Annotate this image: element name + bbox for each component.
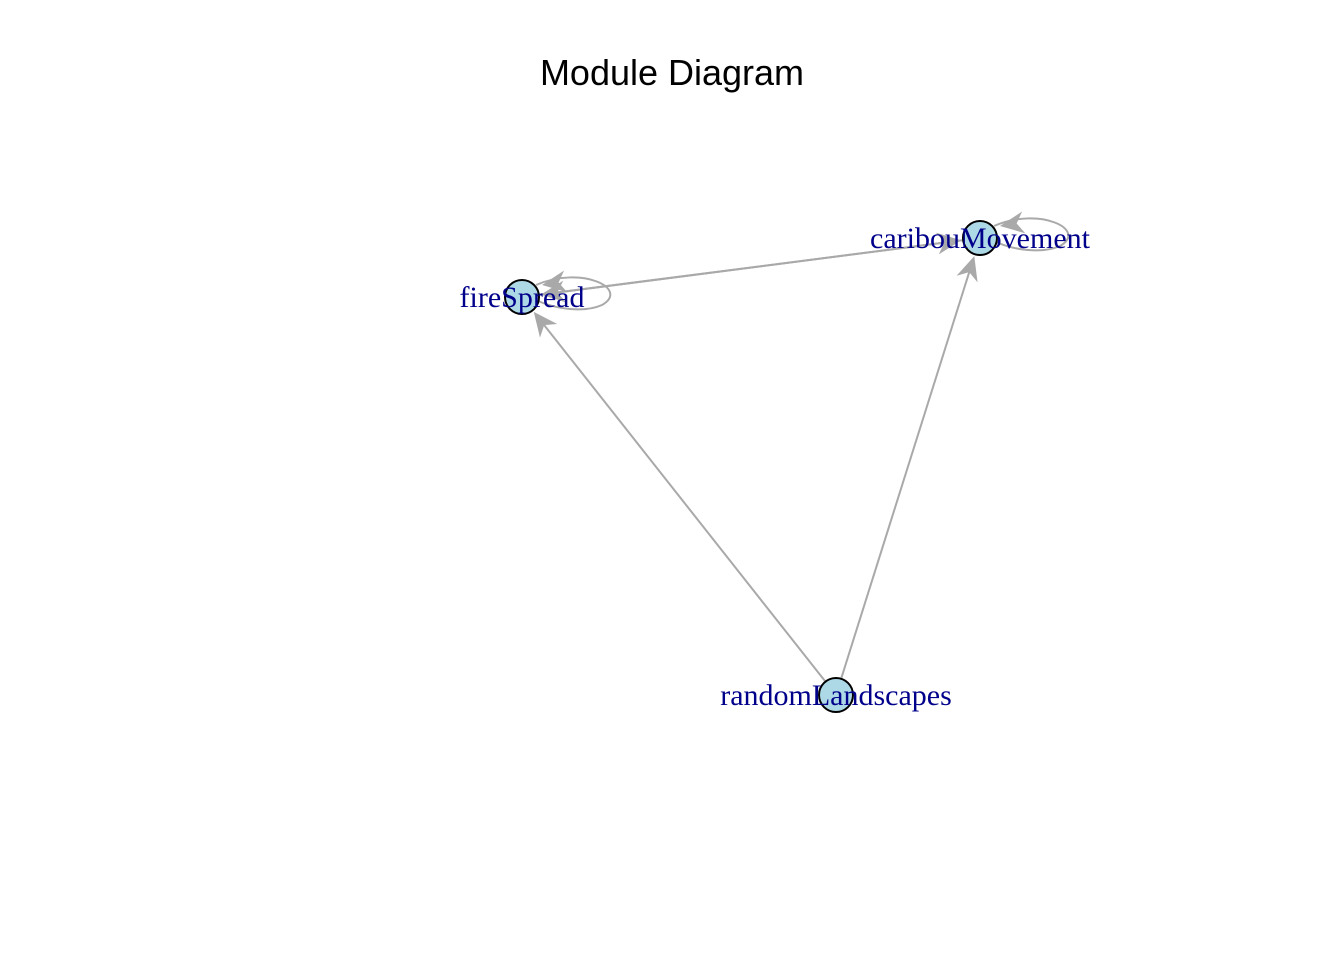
edge-fireSpread-to-fireSpread: [535, 270, 612, 311]
self-loop-arrowhead: [542, 270, 568, 293]
node-label-fireSpread: fireSpread: [460, 281, 585, 314]
edge-randomLandscapes-to-caribouMovement: [840, 256, 978, 680]
self-loop-line: [535, 276, 612, 311]
node-caribouMovement[interactable]: [962, 220, 998, 256]
nodes-layer: [504, 220, 998, 713]
self-loop-line: [993, 217, 1070, 252]
edge-randomLandscapes-to-fireSpread: [533, 311, 827, 683]
node-label-caribouMovement: caribouMovement: [870, 222, 1091, 255]
node-fireSpread[interactable]: [504, 279, 540, 315]
edge-line: [541, 322, 827, 683]
edge-caribouMovement-to-caribouMovement: [993, 211, 1070, 252]
node-label-randomLandscapes: randomLandscapes: [720, 679, 952, 712]
edge-line: [554, 239, 964, 294]
node-randomLandscapes[interactable]: [818, 677, 854, 713]
edge-arrowhead: [935, 232, 962, 255]
labels-layer: fireSpread caribouMovement randomLandscape…: [460, 222, 1091, 712]
self-loop-arrowhead: [1000, 211, 1026, 234]
edge-arrowhead: [533, 311, 558, 338]
diagram-title: Module Diagram: [540, 52, 804, 93]
edge-line: [840, 269, 971, 680]
edge-arrowhead: [956, 256, 978, 283]
edges-layer: [533, 211, 1070, 683]
